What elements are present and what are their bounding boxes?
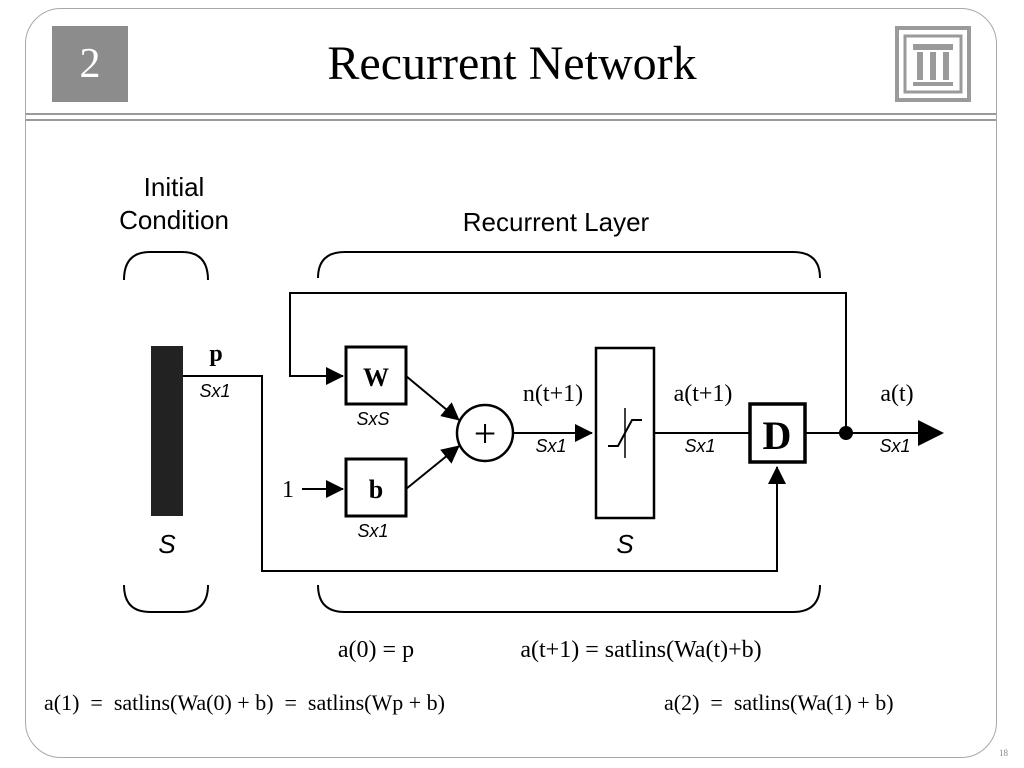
a-out-dim-label: Sx1 [879,436,910,456]
chapter-number-box: 2 [52,26,128,102]
p-to-delay-line [183,375,786,572]
w-to-sum-arrow [405,375,460,421]
weight-box [344,345,408,406]
sum-symbol: + [474,411,497,456]
initial-condition-label: Initial Condition [119,172,229,235]
input-vector-bar [151,346,183,516]
bias-box [344,457,408,518]
transfer-size-label: S [616,529,634,559]
page-number: 18 [999,748,1008,758]
n-label: n(t+1) [523,381,583,407]
title-rule-top [26,113,996,115]
w-dim-label: SxS [356,409,389,429]
slide-frame [25,8,997,758]
recurrent-layer-label: Recurrent Layer [463,207,650,237]
equation-a1: a(1) = satlins(Wa(0) + b) = satlins(Wp +… [44,690,445,715]
layer-bottom-bracket [317,584,821,613]
title-rule-bottom [26,119,996,121]
condition-label: Condition [119,205,229,235]
a-out-label: a(t) [880,381,913,407]
w-label: W [363,363,389,392]
delay-label: D [763,413,792,458]
b-to-sum-arrow [405,445,460,490]
delay-box [748,402,807,464]
output-junction-dot [839,426,853,440]
n-dim-label: Sx1 [535,436,566,456]
a-next-label: a(t+1) [674,381,733,407]
feedback-line [289,292,847,432]
p-label: p [209,341,222,367]
initial-label: Initial [144,172,205,202]
input-size-label: S [158,529,176,559]
recurrence-equation: a(t+1) = satlins(Wa(t)+b) [520,637,761,663]
p-dim-label: Sx1 [199,381,230,401]
slide-title: Recurrent Network [327,37,697,90]
bias-input-label: 1 [282,477,294,503]
b-label: b [369,475,383,504]
university-logo-icon [895,26,971,102]
layer-top-bracket [317,251,821,279]
equation-a2: a(2) = satlins(Wa(1) + b) [664,690,894,715]
initial-bottom-bracket [123,584,209,613]
a-next-dim-label: Sx1 [684,436,715,456]
initial-top-bracket [123,251,209,281]
init-equation: a(0) = p [338,637,414,663]
b-dim-label: Sx1 [357,521,388,541]
